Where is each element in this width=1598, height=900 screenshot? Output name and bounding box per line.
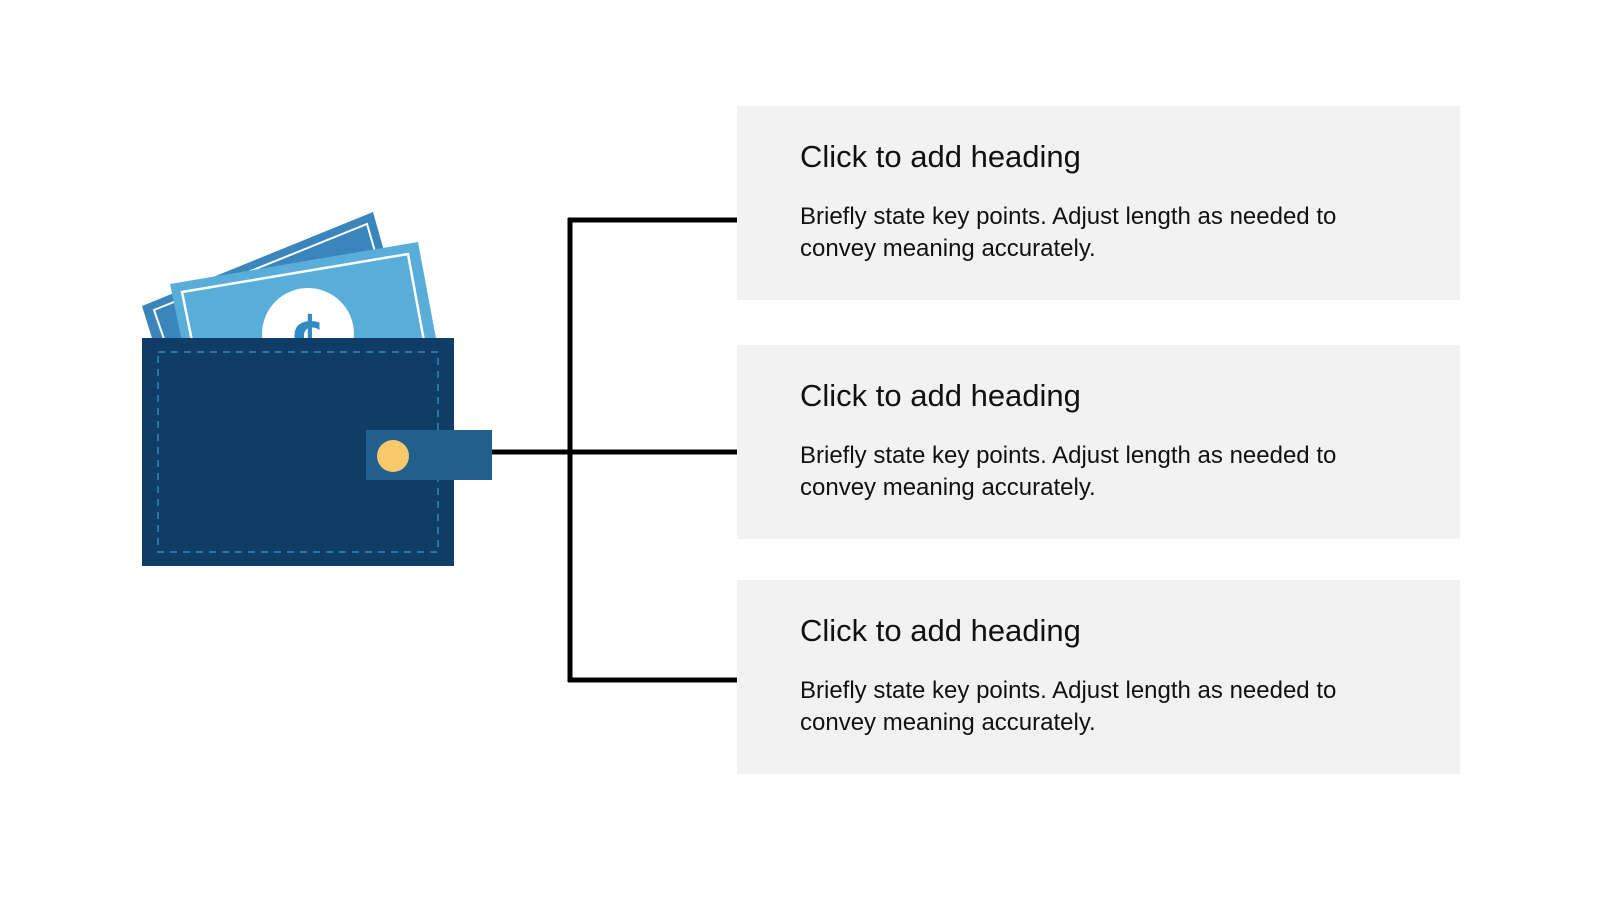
card-body[interactable]: Briefly state key points. Adjust length … bbox=[800, 677, 1337, 736]
wallet-with-cash-icon: ¢ bbox=[130, 200, 500, 570]
card-heading[interactable]: Click to add heading bbox=[800, 613, 1081, 648]
info-card-1[interactable]: Click to add heading Briefly state key p… bbox=[737, 106, 1460, 300]
clasp-button bbox=[377, 440, 409, 472]
card-body[interactable]: Briefly state key points. Adjust length … bbox=[800, 442, 1337, 501]
card-body[interactable]: Briefly state key points. Adjust length … bbox=[800, 203, 1337, 262]
card-heading[interactable]: Click to add heading bbox=[800, 378, 1081, 413]
info-card-3[interactable]: Click to add heading Briefly state key p… bbox=[737, 580, 1460, 774]
card-heading[interactable]: Click to add heading bbox=[800, 139, 1081, 174]
info-card-2[interactable]: Click to add heading Briefly state key p… bbox=[737, 345, 1460, 539]
wallet-clasp bbox=[366, 430, 492, 480]
